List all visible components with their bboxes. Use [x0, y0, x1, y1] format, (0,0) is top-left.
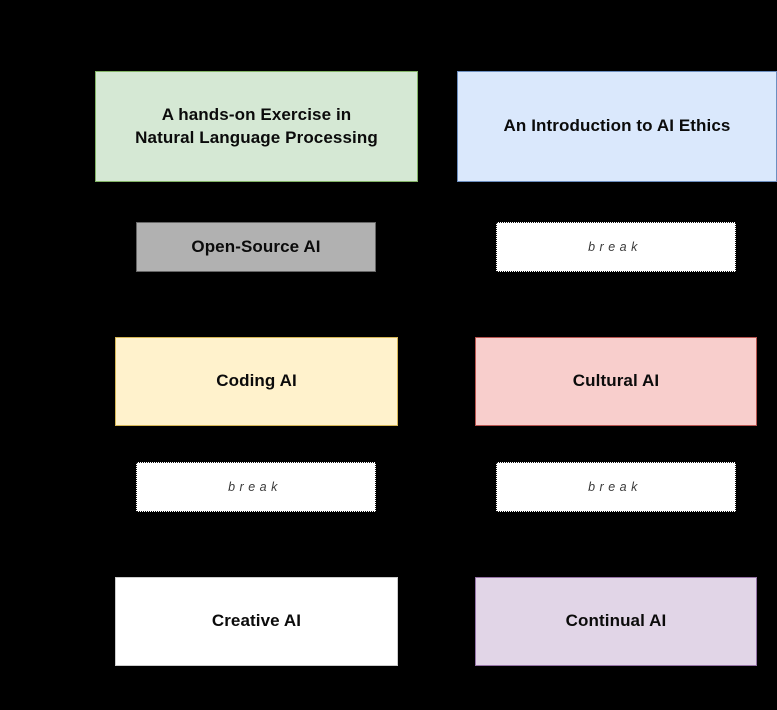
schedule-block-coding-ai[interactable]: Coding AI: [115, 337, 398, 426]
schedule-block-creative-ai[interactable]: Creative AI: [115, 577, 398, 666]
schedule-block-break-right-2[interactable]: break: [496, 462, 736, 512]
schedule-block-label: An Introduction to AI Ethics: [503, 116, 731, 136]
schedule-block-label: Coding AI: [216, 371, 297, 391]
schedule-block-label: Creative AI: [211, 611, 302, 631]
schedule-block-label: Cultural AI: [572, 371, 660, 391]
schedule-block-cultural-ai[interactable]: Cultural AI: [475, 337, 757, 426]
schedule-block-ai-ethics[interactable]: An Introduction to AI Ethics: [457, 71, 777, 182]
schedule-block-open-source-ai[interactable]: Open-Source AI: [136, 222, 376, 272]
schedule-block-label: A hands-on Exercise in Natural Language …: [135, 105, 378, 147]
schedule-block-label: break: [588, 479, 642, 494]
schedule-block-break-left-2[interactable]: break: [136, 462, 376, 512]
schedule-block-break-right-1[interactable]: break: [496, 222, 736, 272]
schedule-block-label: Continual AI: [565, 611, 667, 631]
schedule-block-label: break: [228, 479, 282, 494]
schedule-block-continual-ai[interactable]: Continual AI: [475, 577, 757, 666]
schedule-block-hands-on-nlp[interactable]: A hands-on Exercise in Natural Language …: [95, 71, 418, 182]
schedule-block-label: break: [588, 239, 642, 254]
schedule-block-label: Open-Source AI: [191, 236, 321, 256]
